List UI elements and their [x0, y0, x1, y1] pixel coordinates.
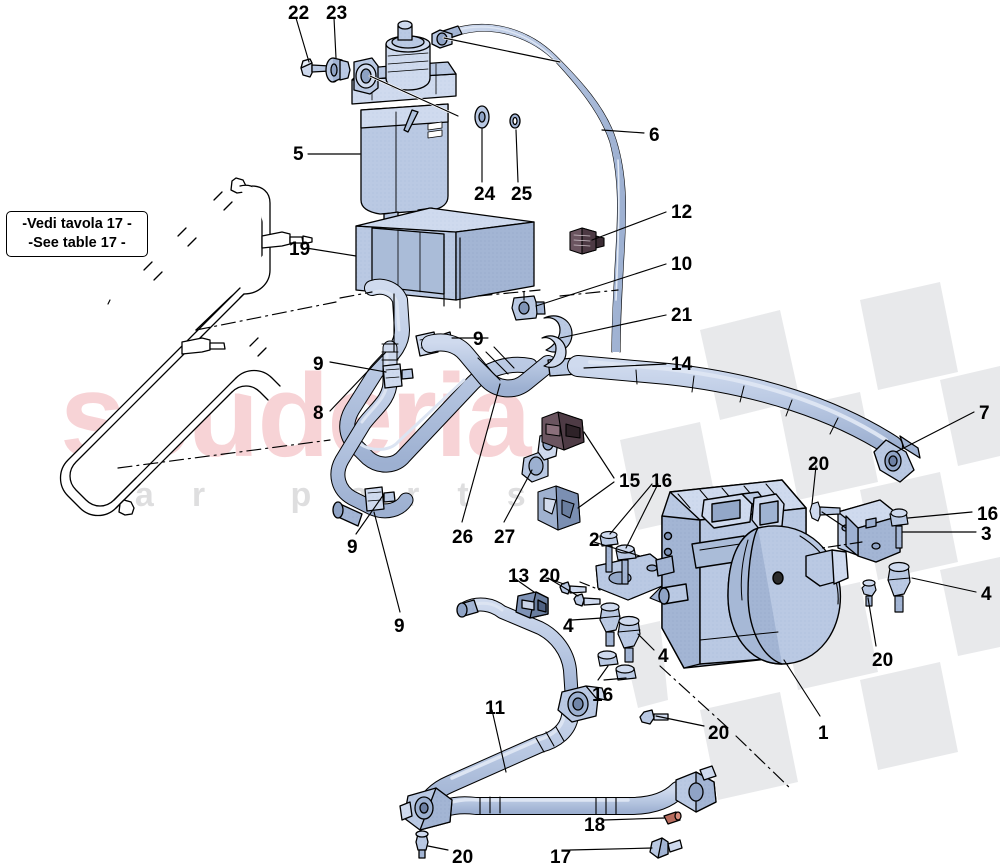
part-number-label-5: 5: [293, 144, 304, 165]
pin-18: [663, 811, 682, 825]
part-number-label-6: 6: [649, 125, 660, 146]
part-number-label-4a: 4: [981, 584, 992, 605]
part-number-label-1: 1: [818, 723, 829, 744]
table-reference-italian: -Vedi tavola 17 -: [22, 216, 132, 232]
table-reference-callout: -Vedi tavola 17 - -See table 17 -: [6, 211, 148, 258]
hose-6: [439, 24, 627, 353]
part-number-label-9c: 9: [347, 537, 358, 558]
part-number-label-19: 19: [289, 239, 311, 260]
part-number-label-20d: 20: [708, 723, 730, 744]
part-number-label-11: 11: [485, 698, 506, 719]
part-number-label-17: 17: [550, 847, 572, 863]
part-number-label-25: 25: [511, 184, 533, 205]
part-number-label-16b: 16: [977, 504, 999, 525]
hose-clamp-9b: [364, 486, 396, 512]
part-number-label-2: 2: [589, 530, 600, 551]
part-number-label-9b: 9: [313, 354, 324, 375]
power-steering-reservoir-5: [300, 20, 521, 235]
part-number-label-13: 13: [508, 566, 530, 587]
hose-pair-11: [399, 685, 717, 859]
clip-15-lower: [537, 485, 581, 531]
reference-pipe-assembly: [59, 177, 313, 517]
part-number-label-20b: 20: [539, 566, 561, 587]
part-number-label-12: 12: [671, 202, 693, 223]
part-number-label-18: 18: [584, 815, 606, 836]
part-number-label-16c: 16: [592, 685, 614, 706]
clip-13: [515, 591, 549, 619]
part-number-label-16a: 16: [651, 471, 673, 492]
part-number-label-10: 10: [671, 254, 693, 275]
part-number-label-9d: 9: [394, 616, 405, 637]
part-number-label-27: 27: [494, 527, 516, 548]
clamp-21: [541, 315, 573, 368]
part-number-label-8: 8: [313, 403, 324, 424]
hose-clamp-9a: [382, 363, 414, 389]
part-number-label-24: 24: [474, 184, 496, 205]
hose-13-branch: [456, 581, 601, 707]
part-number-label-26: 26: [452, 527, 474, 548]
part-number-label-20e: 20: [452, 847, 474, 863]
grommet-23: [325, 57, 351, 83]
part-number-label-22: 22: [288, 3, 310, 24]
junction-clamp-16: [557, 685, 607, 723]
bolt-17: [649, 837, 683, 859]
part-number-label-4b: 4: [563, 616, 574, 637]
part-number-label-23: 23: [326, 3, 348, 24]
left-junction-block: [399, 787, 453, 831]
part-number-label-3: 3: [981, 524, 992, 545]
part-number-label-4c: 4: [658, 646, 669, 667]
part-number-label-21: 21: [671, 305, 693, 326]
part-number-label-9a: 9: [473, 329, 484, 350]
part-number-label-20a: 20: [808, 454, 830, 475]
sensor-connector-12: [569, 227, 605, 255]
part-number-label-14: 14: [671, 354, 693, 375]
part-number-label-20c: 20: [872, 650, 894, 671]
oring-25: [509, 113, 521, 129]
clip-10: [511, 295, 546, 321]
table-reference-english: -See table 17 -: [28, 234, 126, 251]
part-number-label-7: 7: [979, 403, 990, 424]
part-number-label-15: 15: [619, 471, 641, 492]
clip-15-upper: [541, 411, 585, 451]
